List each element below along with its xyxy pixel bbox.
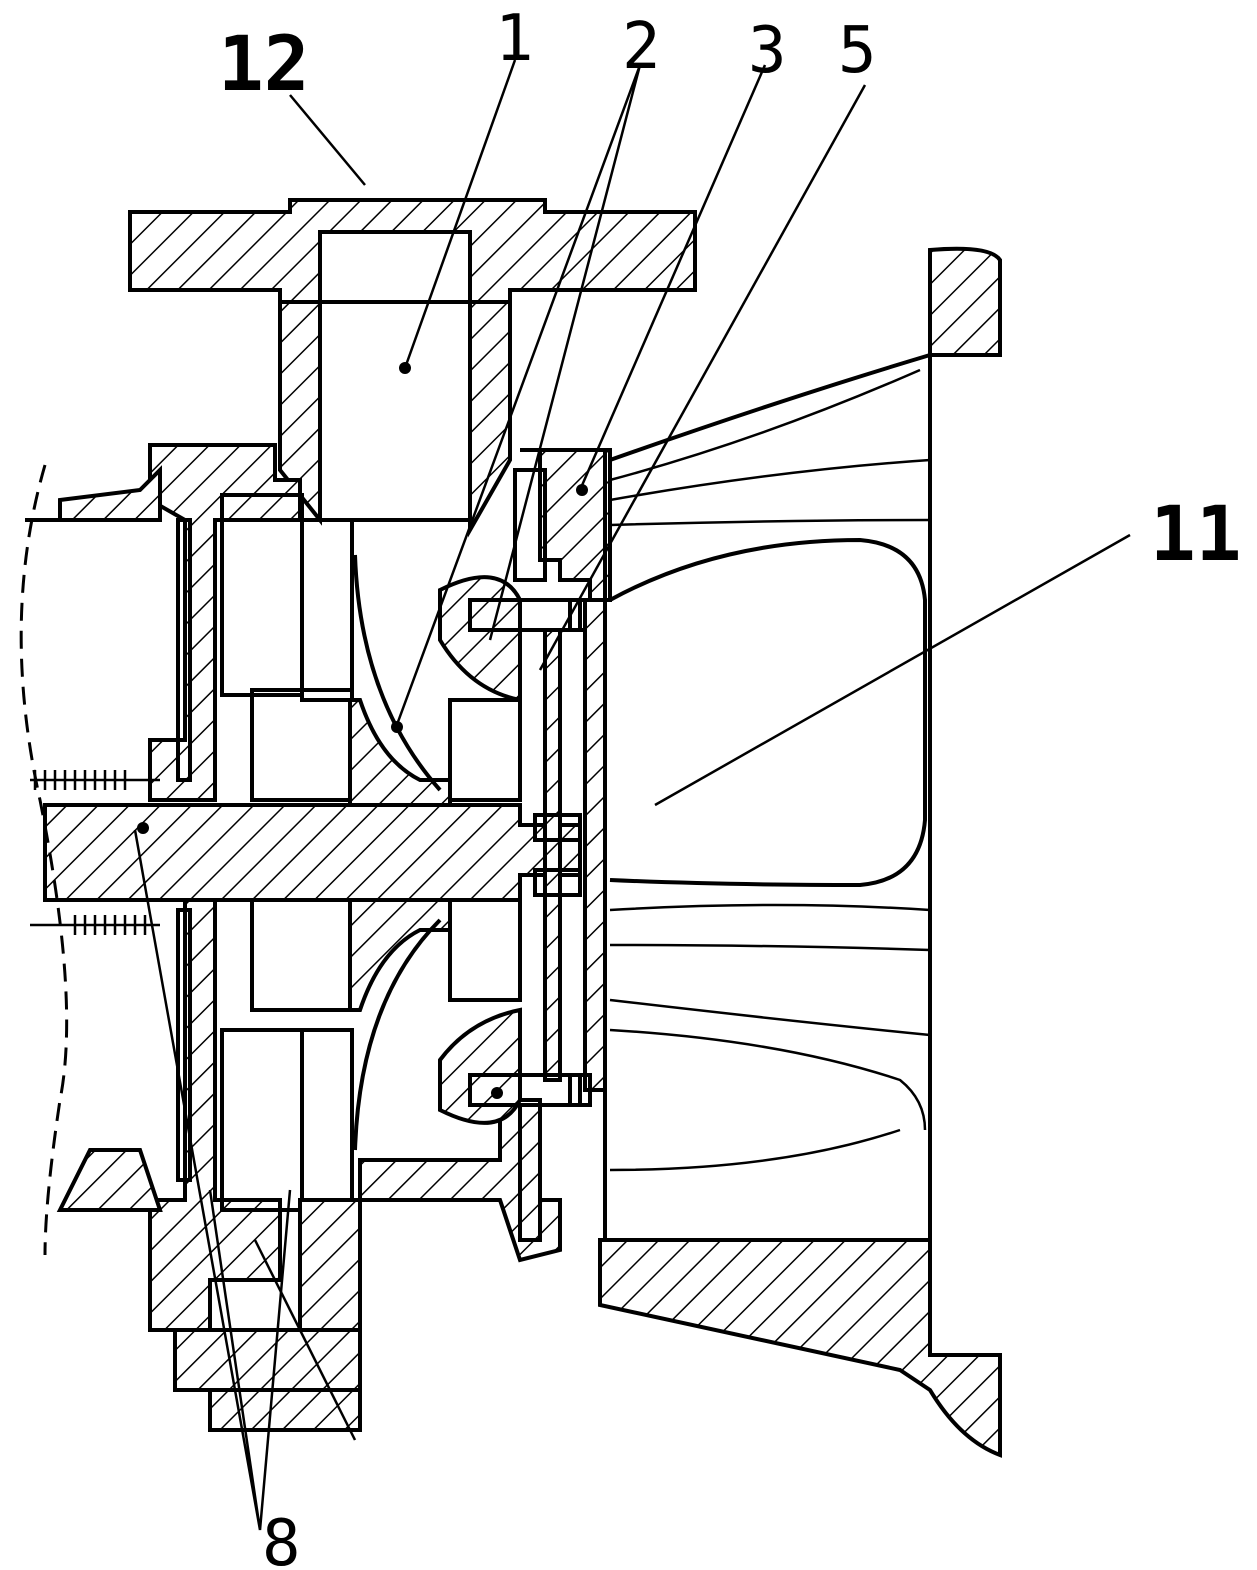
front-cover — [468, 448, 612, 1242]
label-3: 3 — [748, 14, 787, 88]
leader-dots — [137, 362, 588, 1099]
inlet-bell — [598, 246, 1002, 1458]
impeller — [348, 554, 522, 1151]
left-housing-upper — [25, 443, 354, 802]
outlet-channel — [278, 300, 512, 538]
top-flange — [128, 198, 697, 452]
label-12: 12 — [218, 19, 310, 108]
break-line — [19, 464, 69, 1256]
leader-lines — [133, 59, 1131, 1531]
label-11: 11 — [1150, 489, 1242, 578]
label-5: 5 — [838, 14, 877, 88]
shaft — [30, 770, 582, 935]
label-2: 2 — [622, 10, 661, 84]
label-8: 8 — [262, 1507, 301, 1570]
label-1: 1 — [495, 2, 534, 76]
left-housing-lower — [56, 898, 354, 1332]
